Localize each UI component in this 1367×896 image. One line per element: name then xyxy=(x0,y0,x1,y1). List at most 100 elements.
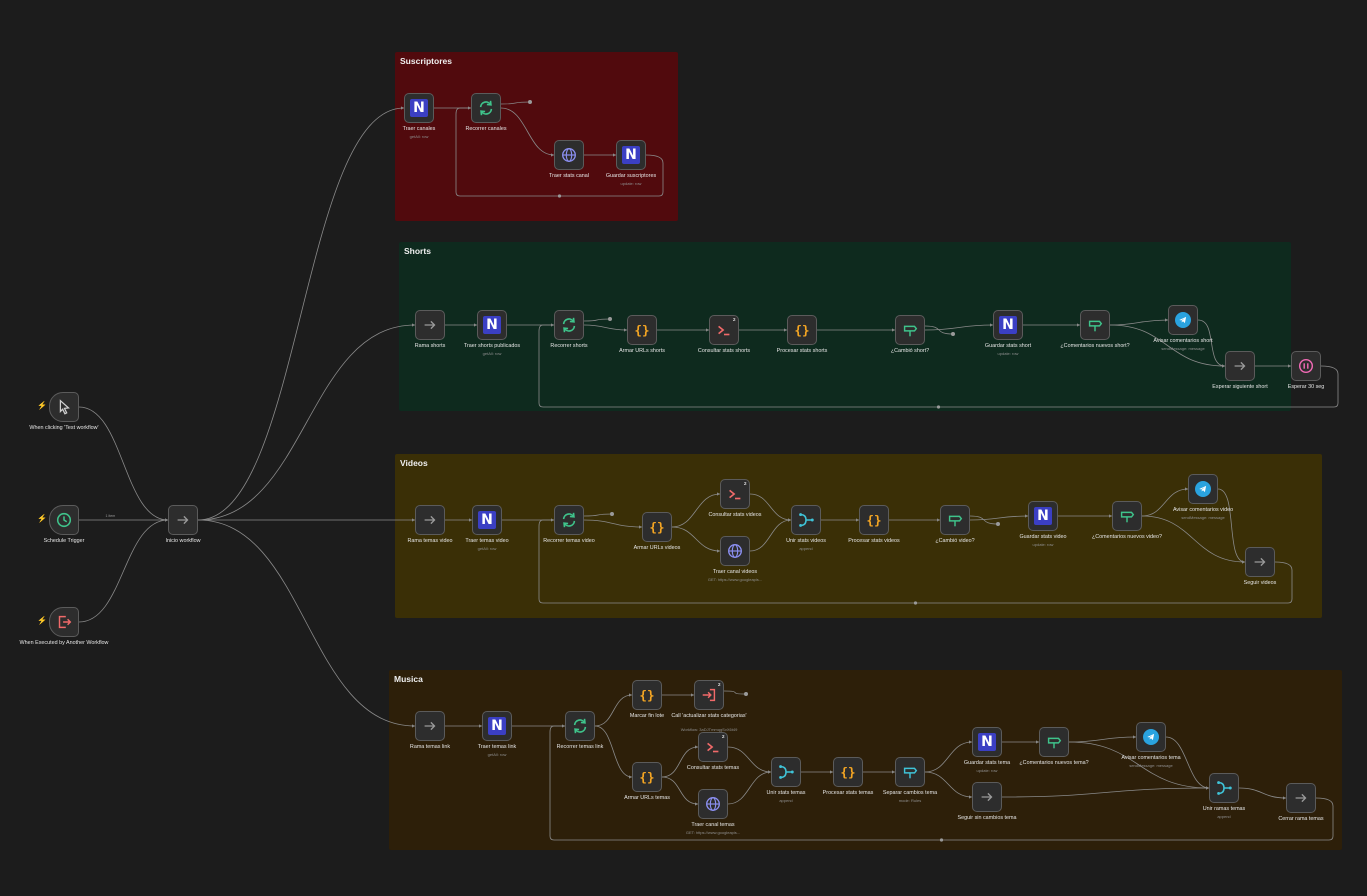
connection[interactable] xyxy=(1141,488,1189,517)
connection-handle[interactable] xyxy=(913,601,918,605)
node-m-traer-canal[interactable] xyxy=(698,789,728,819)
connection[interactable] xyxy=(583,519,643,528)
node-s-guardar[interactable]: N xyxy=(616,140,646,170)
node-v-consultar[interactable] xyxy=(720,479,750,509)
output-stub[interactable] xyxy=(924,325,954,335)
loop-connection[interactable] xyxy=(549,725,1334,841)
node-v-avisar[interactable] xyxy=(1188,474,1218,504)
connection[interactable] xyxy=(924,741,973,773)
node-sh-recorrer[interactable] xyxy=(554,310,584,340)
node-m-unir-ramas[interactable] xyxy=(1209,773,1239,803)
node-v-procesar[interactable]: {} xyxy=(859,505,889,535)
output-handle[interactable] xyxy=(996,522,1000,526)
group-videos[interactable]: Videos xyxy=(395,454,1322,618)
connection[interactable] xyxy=(1109,319,1169,326)
node-v-traer[interactable]: N xyxy=(472,505,502,535)
node-sh-rama[interactable] xyxy=(415,310,445,340)
node-s-traer[interactable]: N xyxy=(404,93,434,123)
connection[interactable] xyxy=(583,324,628,331)
node-m-call[interactable] xyxy=(694,680,724,710)
loop-connection[interactable] xyxy=(538,324,1339,408)
connection[interactable] xyxy=(197,519,416,727)
node-m-procesar[interactable]: {} xyxy=(833,757,863,787)
loop-connection[interactable] xyxy=(455,107,664,197)
node-v-guardar[interactable]: N xyxy=(1028,501,1058,531)
connection[interactable] xyxy=(661,776,699,805)
node-s-stats[interactable] xyxy=(554,140,584,170)
node-sh-procesar[interactable]: {} xyxy=(787,315,817,345)
node-m-separar[interactable] xyxy=(895,757,925,787)
connection[interactable] xyxy=(78,519,169,623)
connection[interactable] xyxy=(1141,515,1246,563)
node-m-unir[interactable] xyxy=(771,757,801,787)
connection[interactable] xyxy=(1217,488,1246,563)
node-inicio[interactable] xyxy=(168,505,198,535)
connection[interactable] xyxy=(969,515,1029,521)
connection[interactable] xyxy=(1068,736,1137,743)
node-sh-esperar30[interactable] xyxy=(1291,351,1321,381)
connection[interactable] xyxy=(197,107,405,521)
connection-handle[interactable] xyxy=(936,405,941,409)
node-m-coment[interactable] xyxy=(1039,727,1069,757)
connection[interactable] xyxy=(924,324,994,331)
output-handle[interactable] xyxy=(610,512,614,516)
node-t-click[interactable] xyxy=(49,392,79,422)
connection[interactable] xyxy=(1068,741,1210,789)
node-m-seguir[interactable] xyxy=(972,782,1002,812)
connection-handle[interactable] xyxy=(939,838,944,842)
connection[interactable] xyxy=(727,746,772,773)
connection[interactable] xyxy=(1165,736,1210,789)
output-handle[interactable] xyxy=(744,692,748,696)
connection[interactable] xyxy=(749,493,792,521)
connection[interactable] xyxy=(727,771,772,805)
node-s-recorrer[interactable] xyxy=(471,93,501,123)
node-v-recorrer[interactable] xyxy=(554,505,584,535)
loop-connection[interactable] xyxy=(538,519,1293,604)
connection[interactable] xyxy=(594,725,633,778)
node-sh-traer[interactable]: N xyxy=(477,310,507,340)
connection[interactable] xyxy=(671,526,721,552)
connection[interactable] xyxy=(924,771,973,798)
node-m-rama[interactable] xyxy=(415,711,445,741)
node-v-armar[interactable]: {} xyxy=(642,512,672,542)
node-v-traer-canal[interactable] xyxy=(720,536,750,566)
node-sh-avisar[interactable] xyxy=(1168,305,1198,335)
node-sh-consultar[interactable] xyxy=(709,315,739,345)
node-m-cerrar[interactable] xyxy=(1286,783,1316,813)
node-sh-cambio[interactable] xyxy=(895,315,925,345)
node-v-rama[interactable] xyxy=(415,505,445,535)
node-m-consultar[interactable] xyxy=(698,732,728,762)
node-sh-guardar[interactable]: N xyxy=(993,310,1023,340)
node-v-seguir[interactable] xyxy=(1245,547,1275,577)
node-v-coment[interactable] xyxy=(1112,501,1142,531)
connection[interactable] xyxy=(594,694,633,727)
output-stub[interactable] xyxy=(723,690,747,695)
connection[interactable] xyxy=(500,107,555,156)
group-shorts[interactable]: Shorts xyxy=(399,242,1291,411)
node-sh-esperar-sig[interactable] xyxy=(1225,351,1255,381)
connection[interactable] xyxy=(1238,787,1287,799)
connection[interactable] xyxy=(1197,319,1226,367)
node-m-guardar[interactable]: N xyxy=(972,727,1002,757)
output-handle[interactable] xyxy=(951,332,955,336)
output-handle[interactable] xyxy=(528,100,532,104)
node-v-unir[interactable] xyxy=(791,505,821,535)
output-stub[interactable] xyxy=(969,515,999,525)
node-v-cambio[interactable] xyxy=(940,505,970,535)
connection[interactable] xyxy=(1001,787,1210,798)
node-m-marcar[interactable]: {} xyxy=(632,680,662,710)
node-m-recorrer[interactable] xyxy=(565,711,595,741)
connection[interactable] xyxy=(661,746,699,778)
output-stub[interactable] xyxy=(583,318,611,322)
output-handle[interactable] xyxy=(608,317,612,321)
node-m-avisar[interactable] xyxy=(1136,722,1166,752)
group-suscriptores[interactable]: Suscriptores xyxy=(395,52,678,221)
node-m-armar[interactable]: {} xyxy=(632,762,662,792)
node-m-traer[interactable]: N xyxy=(482,711,512,741)
output-stub[interactable] xyxy=(583,513,613,517)
connection[interactable] xyxy=(78,406,169,521)
connection[interactable] xyxy=(749,519,792,552)
node-sh-armar[interactable]: {} xyxy=(627,315,657,345)
node-t-sched[interactable] xyxy=(49,505,79,535)
output-stub[interactable] xyxy=(500,101,531,105)
